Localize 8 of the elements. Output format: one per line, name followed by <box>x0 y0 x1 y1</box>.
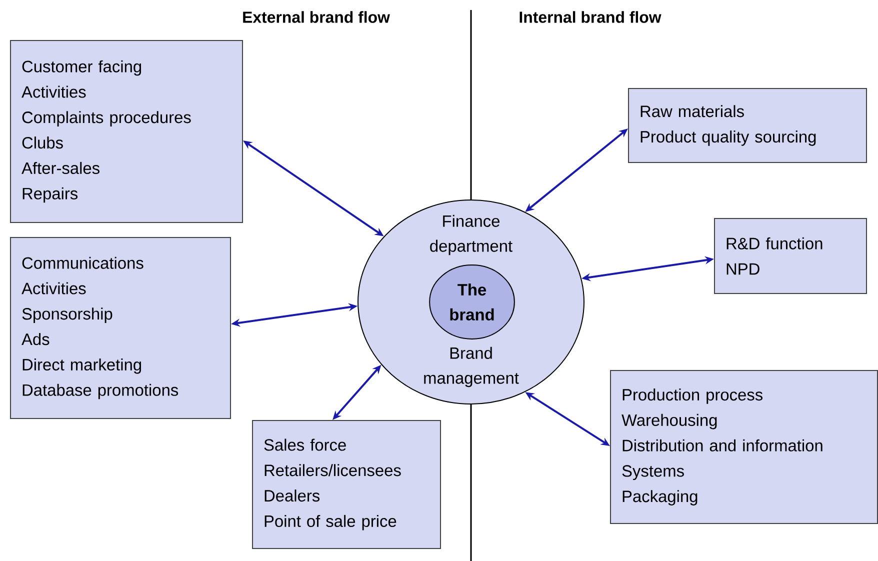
list-box: Customer facing Activities Complaints procedures Clubs After-sales Repairs <box>10 40 243 223</box>
list-box: Raw materials Product quality sourcing <box>628 88 867 163</box>
column-heading: External brand flow <box>243 11 390 23</box>
list-box: R&D function NPD <box>714 218 867 294</box>
list-box: Sales force Retailers/licensees Dealers Point of sale price <box>252 420 441 549</box>
list-box: Production process Warehousing Distribution and information Systems Packaging <box>610 370 878 524</box>
list-box: Communications Activities Sponsorship Ads Direct marketing Database promotions <box>10 237 231 419</box>
column-heading: Internal brand flow <box>520 11 662 23</box>
